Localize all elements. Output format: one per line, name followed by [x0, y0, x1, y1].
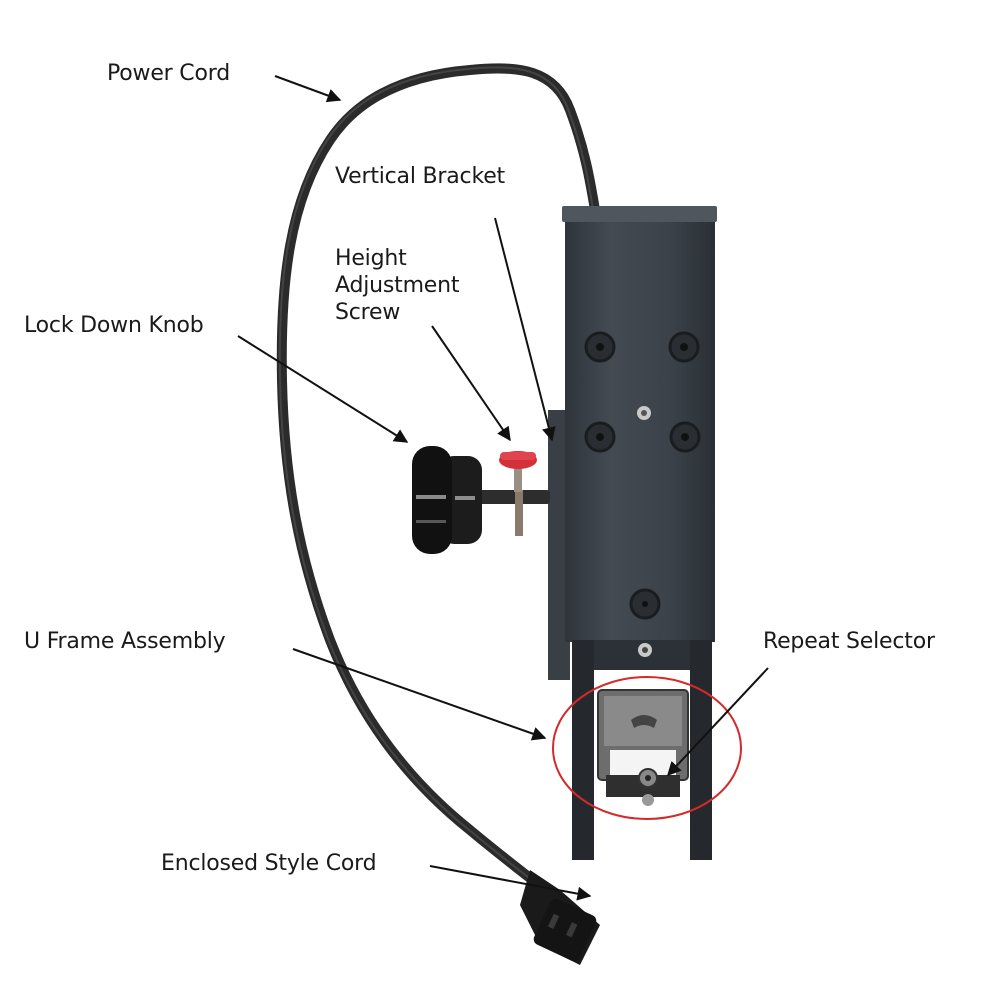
power-cord-label: Power Cord — [107, 61, 230, 86]
power-cord-arrow — [274, 75, 342, 103]
height-adjustment-screw-label-line-3: Screw — [335, 300, 401, 325]
u-frame-assembly-label: U Frame Assembly — [24, 629, 226, 654]
enclosed-style-cord-label: Enclosed Style Cord — [161, 851, 377, 876]
height-adjustment-screw-label: Height Adjustment Screw — [335, 245, 460, 326]
vertical-bracket-arrow — [494, 217, 556, 442]
lock-down-knob-arrow — [237, 335, 409, 443]
enclosed-style-cord-arrow — [429, 865, 592, 901]
height-adjustment-screw — [499, 451, 537, 492]
enclosed-style-cord-plug — [520, 870, 600, 965]
height-adjustment-screw-arrow — [431, 325, 511, 442]
height-adjustment-screw-label-line-2: Adjustment — [335, 273, 460, 298]
u-frame-assembly-arrow — [292, 648, 547, 741]
repeat-selector-label: Repeat Selector — [763, 629, 935, 654]
repeat-selector-arrow — [667, 667, 769, 777]
lock-down-knob — [412, 446, 550, 554]
repeat-selector-highlight-ring — [552, 676, 742, 820]
vertical-bracket-label: Vertical Bracket — [335, 164, 505, 189]
lock-down-knob-label: Lock Down Knob — [24, 313, 204, 338]
height-adjustment-screw-label-line-1: Height — [335, 246, 407, 271]
u-frame-head — [597, 689, 689, 806]
side-plate — [548, 410, 570, 680]
mounting-screws — [584, 331, 701, 657]
